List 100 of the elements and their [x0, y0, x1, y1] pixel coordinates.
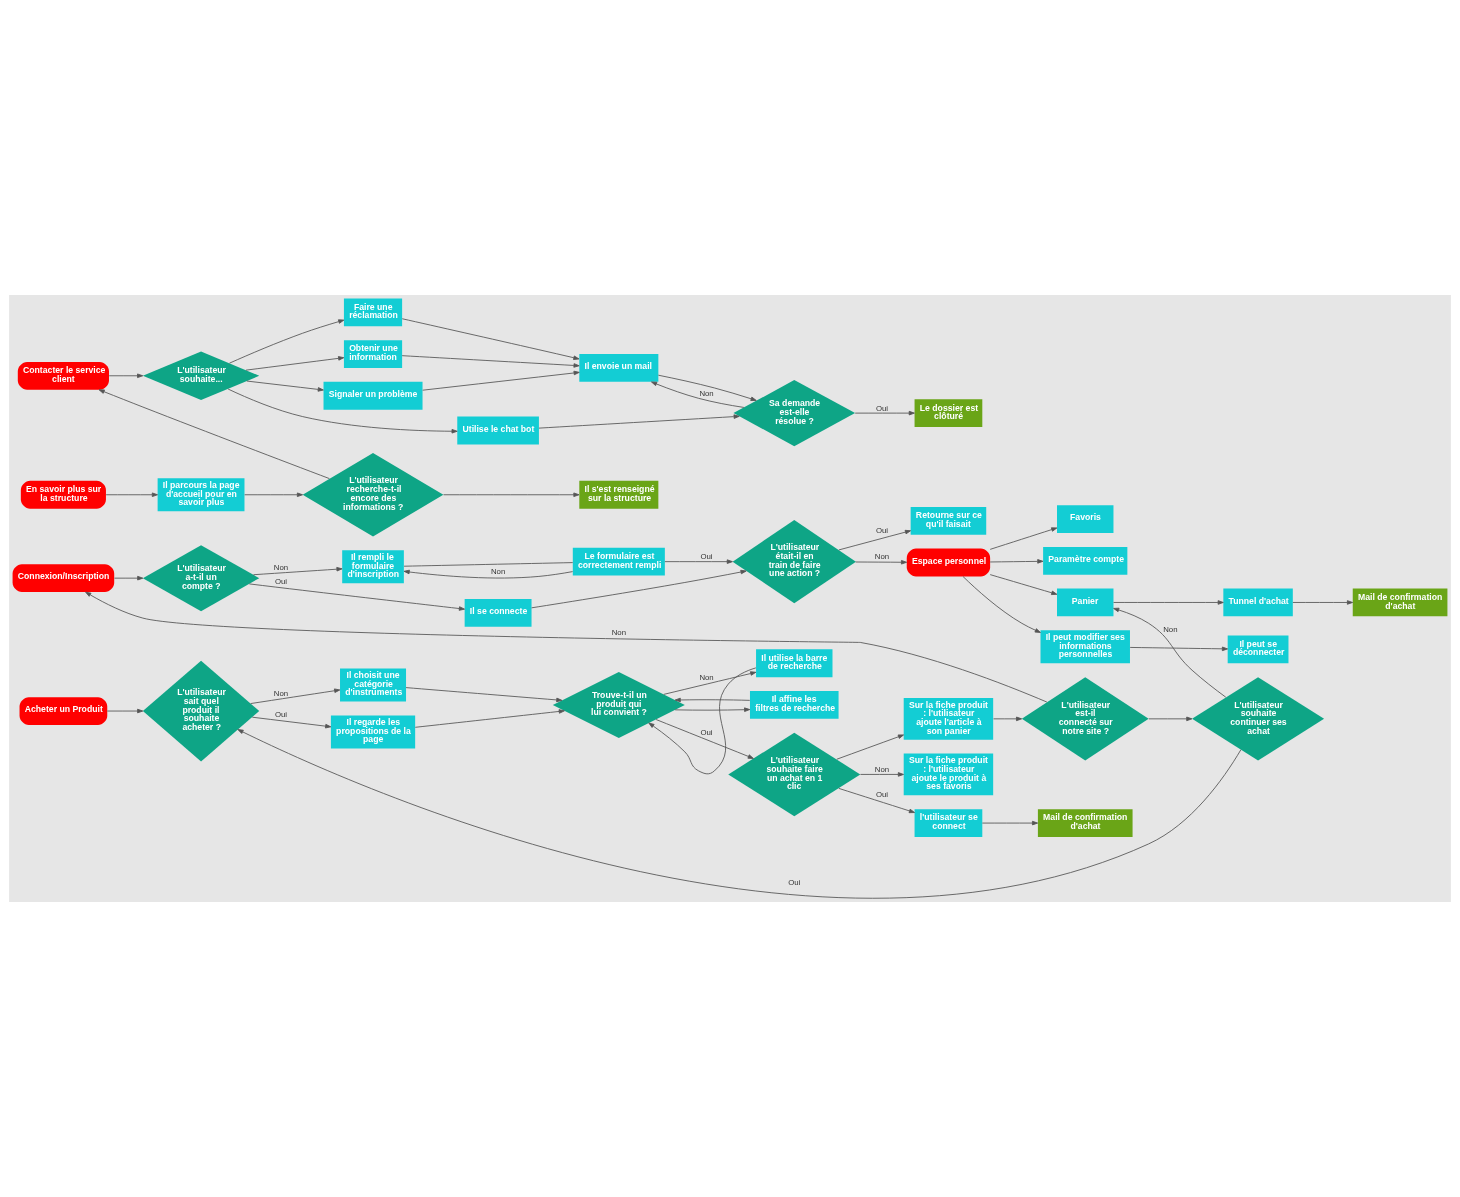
connector	[403, 562, 574, 567]
node-box: Il parcours la page d'accueil pour en savoir plus	[157, 478, 245, 512]
arrow	[245, 356, 345, 371]
node-box: Sur la fiche produit : l'utilisateur ajoute l'article à son panier	[903, 698, 994, 740]
edge-label: Oui	[274, 577, 288, 587]
arrow	[531, 569, 747, 609]
arrow	[401, 355, 580, 368]
node-diamond: L'utilisateur sait quel produit il souhaite acheter ?	[142, 660, 260, 762]
arrow	[227, 388, 458, 434]
arrow	[405, 687, 563, 703]
node-box: Favoris	[1057, 505, 1114, 533]
node-box: Connexion/Inscription	[12, 564, 115, 593]
arrow	[1129, 646, 1228, 652]
arrow	[443, 492, 580, 498]
node-box: Faire une réclamation	[343, 298, 403, 327]
arrow	[108, 373, 144, 379]
node-box: Il se connecte	[464, 599, 532, 627]
node-box: Il envoie un mail	[579, 354, 659, 382]
arrow	[981, 820, 1039, 826]
node-box: Il peut modifier ses informations personnelles	[1040, 630, 1130, 664]
node-box: Il utilise la barre de recherche	[756, 649, 833, 678]
arrow	[664, 559, 733, 564]
node-box: Mail de confirmation d'achat	[1037, 809, 1133, 837]
edge-label: Oui	[274, 710, 288, 720]
node-diamond: L'utilisateur souhaite continuer ses achat	[1192, 677, 1325, 761]
edge-label: Non	[611, 627, 626, 637]
node-diamond: Trouve-t-il un produit qui lui convient ?	[552, 671, 685, 738]
arrow	[1113, 607, 1227, 698]
edge-label: Non	[699, 388, 714, 398]
arrow	[244, 492, 303, 498]
edge-label: Non	[699, 672, 714, 682]
arrow	[838, 529, 912, 551]
arrow	[422, 370, 580, 391]
arrow	[1292, 600, 1354, 605]
node-box: l'utilisateur se connect	[914, 809, 983, 837]
arrow	[836, 734, 904, 760]
arrow	[1148, 716, 1193, 722]
edge-label: Oui	[875, 790, 889, 800]
arrow	[993, 716, 1023, 722]
edge-label: Non	[273, 562, 289, 572]
arrow	[989, 559, 1044, 564]
edge-label: Non	[1163, 625, 1178, 635]
node-box: Il affine les filtres de recherche	[750, 691, 839, 719]
arrow	[674, 697, 751, 703]
arrow	[989, 527, 1058, 550]
arrow	[962, 575, 1041, 633]
arrow	[648, 667, 757, 775]
arrow	[855, 560, 908, 565]
arrow	[414, 709, 565, 728]
node-box: Il choisit une catégorie d'instruments	[340, 668, 407, 702]
arrow	[253, 566, 343, 576]
node-box: Il rempli le formulaire d'inscription	[342, 550, 404, 584]
edge-label: Non	[874, 552, 890, 562]
edge-label: Oui	[875, 403, 889, 413]
arrow	[228, 319, 345, 364]
node-box: Retourne sur ce qu'il faisait	[910, 506, 987, 535]
edge-label: Oui	[875, 526, 889, 536]
arrow	[663, 671, 757, 695]
node-box: Mail de confirmation d'achat	[1352, 588, 1448, 617]
edge-label: Oui	[700, 552, 713, 562]
arrow	[989, 574, 1058, 596]
node-box: Contacter le service client	[17, 361, 109, 390]
edge-label: Oui	[788, 877, 801, 887]
node-diamond: L'utilisateur a-t-il un compte ?	[142, 545, 260, 612]
node-box: Espace personnel	[906, 548, 991, 577]
node-diamond: L'utilisateur recherche-t-il encore des informations ?	[302, 453, 444, 537]
arrow	[114, 575, 144, 581]
arrow	[251, 716, 332, 729]
node-box: Utilise le chat bot	[457, 416, 539, 445]
arrow	[237, 729, 1242, 899]
node-box: Obtenir une information	[343, 340, 403, 368]
arrow	[657, 374, 757, 401]
arrow	[655, 719, 754, 759]
arrow	[105, 492, 158, 498]
node-box: Tunnel d'achat	[1223, 588, 1293, 617]
arrow	[246, 380, 324, 392]
node-box: En savoir plus sur la structure	[20, 480, 106, 509]
node-box: Le formulaire est correctement rempli	[572, 547, 665, 576]
arrow	[248, 583, 465, 611]
node-box: Il regarde les propositions de la page	[330, 715, 416, 749]
arrow	[401, 318, 580, 360]
node-diamond: L'utilisateur souhaite...	[142, 351, 260, 401]
node-box: Le dossier est clôturé	[914, 399, 983, 427]
arrow	[106, 708, 144, 714]
arrow	[538, 414, 740, 429]
arrow	[651, 381, 745, 408]
node-box: Il peut se déconnecter	[1227, 635, 1289, 664]
node-diamond: L'utilisateur est-il connecté sur notre site ?	[1021, 677, 1149, 761]
arrow	[838, 787, 915, 814]
node-box: Paramètre compte	[1043, 546, 1128, 575]
arrow	[403, 569, 574, 579]
edge-label: Non	[273, 688, 289, 698]
arrow	[1113, 600, 1224, 605]
arrow	[854, 410, 915, 416]
node-box: Acheter un Produit	[19, 697, 108, 725]
arrow	[98, 389, 330, 480]
arrow	[250, 688, 341, 704]
node-box: Panier	[1057, 588, 1114, 617]
edge-label: Oui	[700, 727, 713, 737]
node-box: Il s'est renseigné sur la structure	[579, 480, 659, 509]
